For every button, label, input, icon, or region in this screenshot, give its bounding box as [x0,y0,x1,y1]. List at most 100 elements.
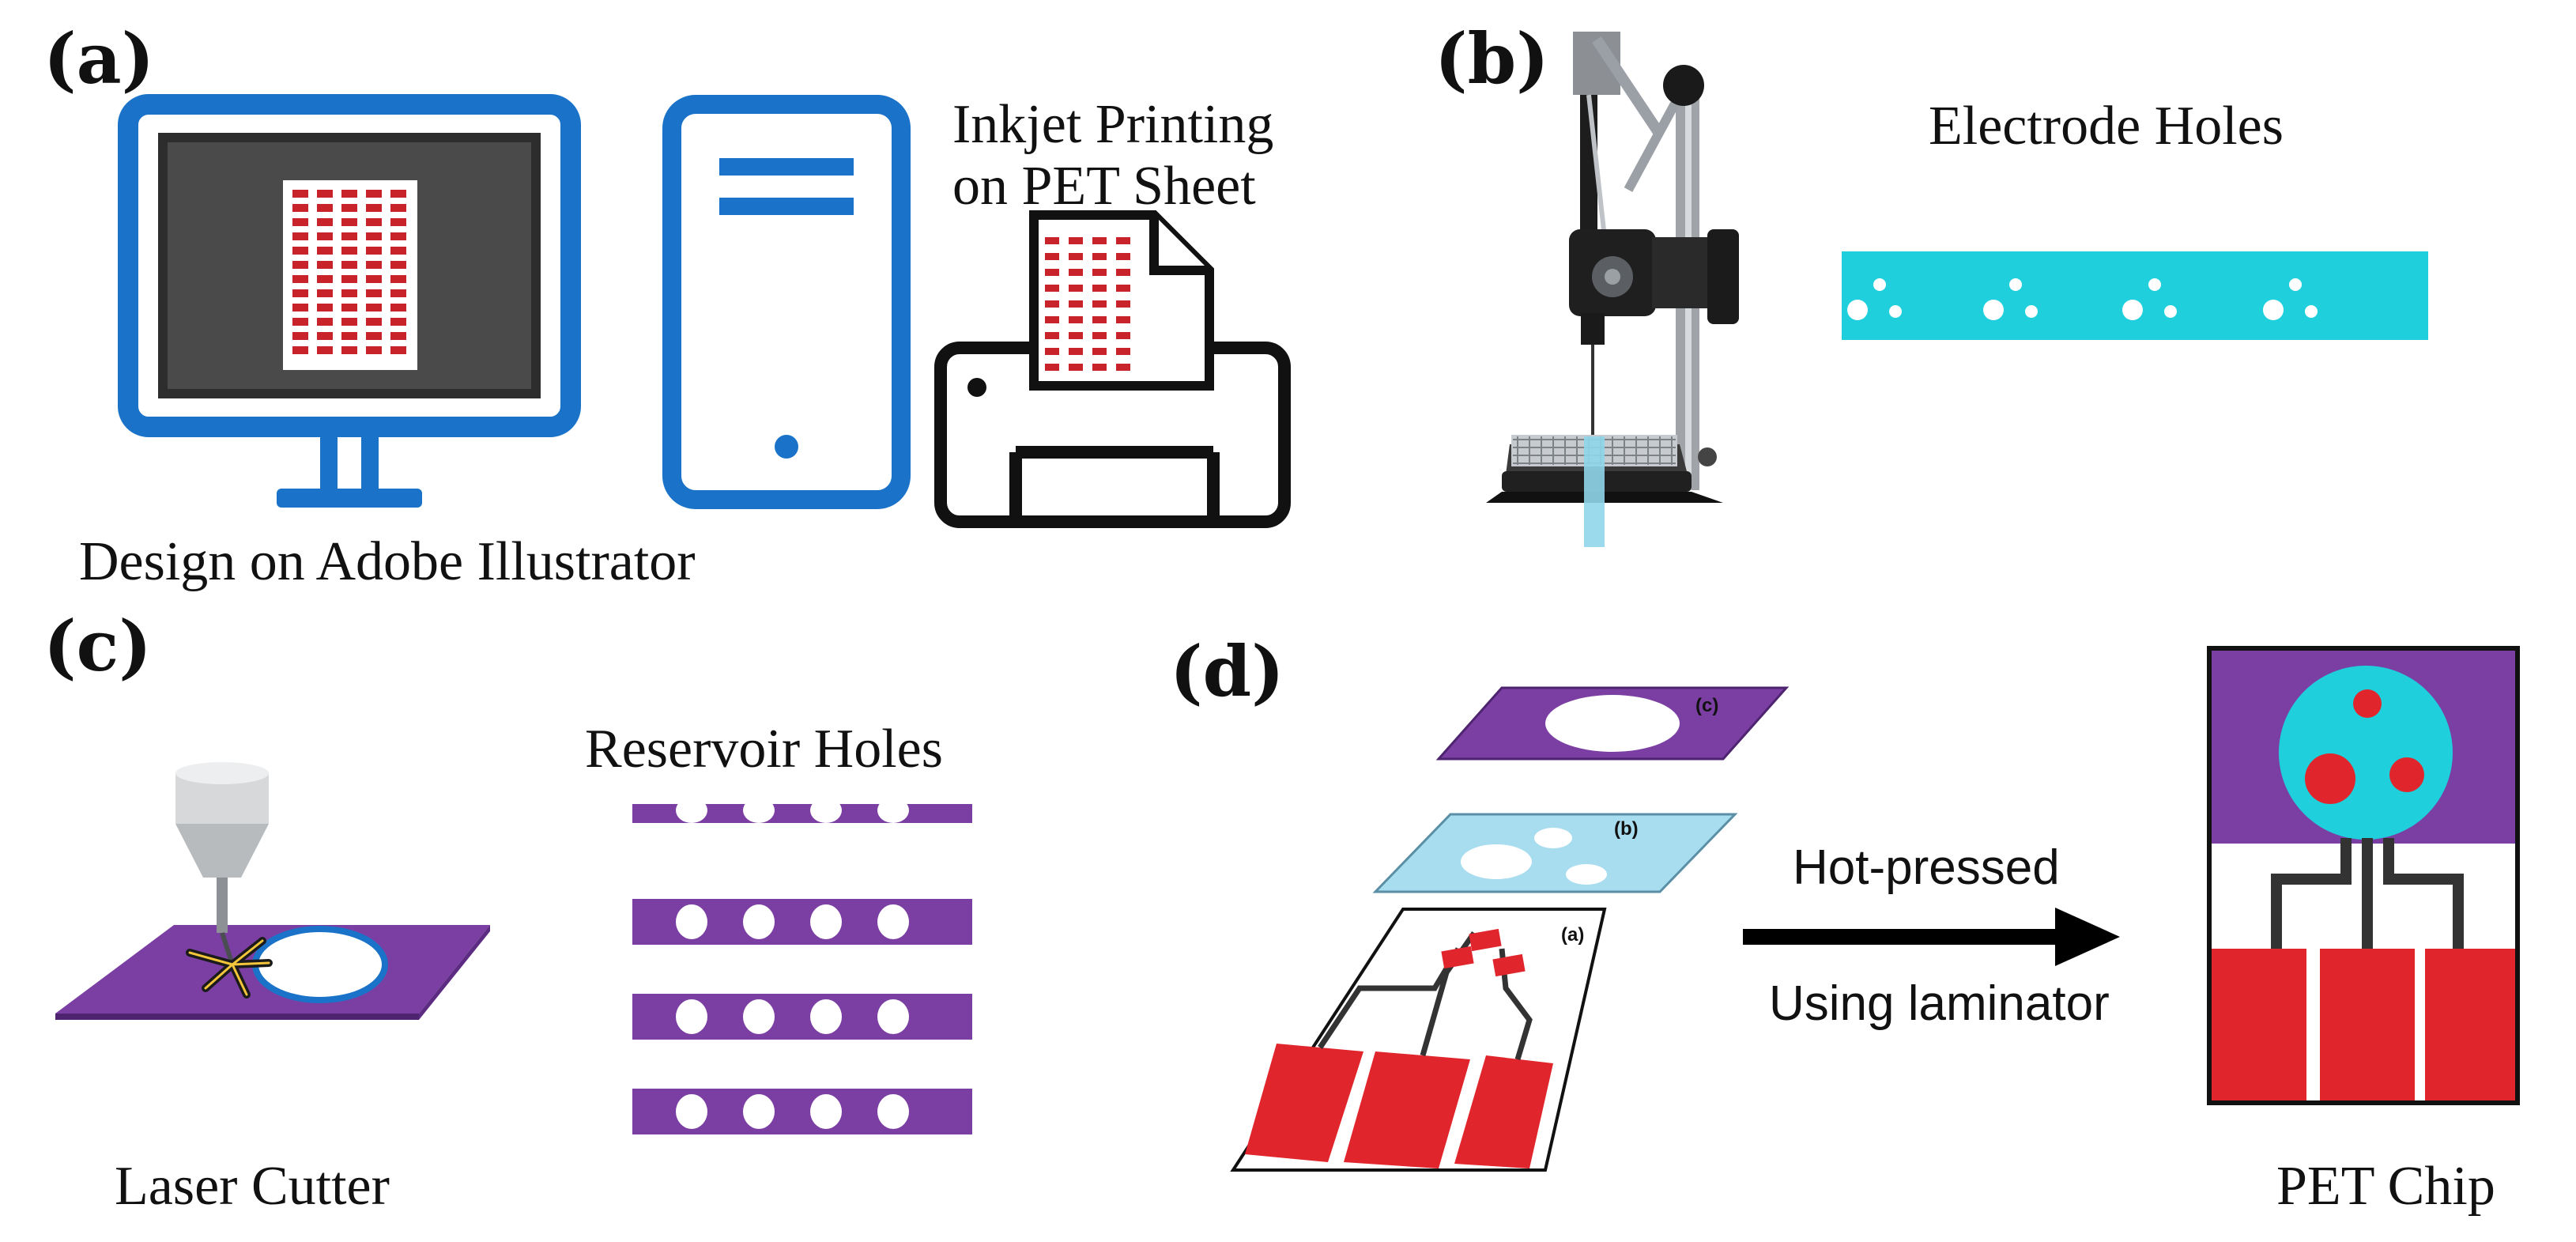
reservoir-hole [743,904,775,939]
reservoir-hole [810,798,842,823]
pattern-block [366,346,382,354]
pattern-block [390,332,406,340]
electrode-hole [2148,278,2161,291]
pattern-block [292,318,308,326]
pattern-block [1045,285,1059,292]
reservoir-hole [676,999,707,1034]
pattern-block [1116,269,1130,276]
pattern-block [1092,237,1107,244]
pattern-block [341,218,357,226]
pattern-block [1092,300,1107,308]
pattern-block [317,204,333,212]
pattern-block [1069,253,1083,260]
pattern-block [317,346,333,354]
pattern-block [1045,332,1059,339]
reservoir-hole [676,798,707,823]
pattern-block [317,332,333,340]
reservoir-hole [743,798,775,823]
panel-b: (b) [1435,17,2428,547]
pattern-block [366,204,382,212]
pattern-block [366,232,382,240]
design-caption: Design on Adobe Illustrator [79,531,696,592]
layer-a-label: (a) [1561,924,1584,946]
pattern-block [1069,237,1083,244]
pattern-block [1045,300,1059,308]
pattern-block [390,232,406,240]
pattern-block [1116,348,1130,355]
pattern-block [390,247,406,255]
layer-a-electrodes: (a) [1230,908,1607,1172]
pattern-block [366,289,382,297]
pattern-block [1069,332,1083,339]
pattern-block [317,261,333,269]
pattern-block [1069,300,1083,308]
pattern-block [292,218,308,226]
electrode-holes-caption: Electrode Holes [1929,96,2284,157]
pattern-block [341,332,357,340]
hot-pressed-label: Hot-pressed [1793,840,2060,895]
pattern-block [341,247,357,255]
pattern-block [317,304,333,311]
electrode-hole [2164,305,2177,318]
pattern-block [1069,285,1083,292]
reservoir-hole [877,999,909,1034]
pattern-block [341,275,357,283]
pattern-block [292,346,308,354]
reservoir-hole [676,1094,707,1129]
pattern-block [1045,348,1059,355]
pattern-block [317,318,333,326]
pattern-block [292,275,308,283]
electrode-hole [1873,278,1886,291]
electrode-hole [1889,305,1902,318]
pattern-block [1069,316,1083,323]
pattern-block [1092,253,1107,260]
pattern-block [317,218,333,226]
pattern-block [341,304,357,311]
pattern-block [390,346,406,354]
pattern-block [1045,237,1059,244]
pet-chip-caption: PET Chip [2276,1156,2495,1217]
pattern-block [1045,269,1059,276]
panel-c-label: (c) [43,605,152,687]
panel-d-label: (d) [1170,630,1284,712]
reservoir-hole [810,904,842,939]
reservoir-hole [743,1094,775,1129]
pattern-block [1045,316,1059,323]
laser-cutter-caption: Laser Cutter [115,1156,390,1217]
pattern-block [390,275,406,283]
layer-c-label: (c) [1695,695,1718,716]
panel-a-label: (a) [43,17,154,100]
electrode-hole [1983,300,2004,320]
reservoir-hole [676,904,707,939]
pattern-block [390,289,406,297]
reservoir-hole [877,798,909,823]
pattern-block [366,261,382,269]
panel-c: (c) [43,605,972,1217]
pattern-block [366,304,382,311]
pattern-block [292,232,308,240]
pattern-block [317,247,333,255]
pattern-block [1069,269,1083,276]
electrode-hole [2263,300,2284,320]
layer-b-label: (b) [1614,818,1639,840]
electrode-hole [2289,278,2302,291]
panel-d: (d) (c) (b) (a) [1170,630,2520,1217]
pattern-block [341,232,357,240]
pattern-block [1116,237,1130,244]
pattern-block [1092,364,1107,371]
electrode-hole [2122,300,2143,320]
pattern-block [292,204,308,212]
reservoir-hole [743,999,775,1034]
electrode-hole [2305,305,2318,318]
hot-press-arrow [1743,908,2120,966]
pattern-block [317,190,333,198]
pattern-block [317,289,333,297]
computer-tower-icon [662,95,911,509]
using-laminator-label: Using laminator [1769,976,2110,1031]
pattern-block [1116,364,1130,371]
reservoir-hole [810,999,842,1034]
pattern-block [366,332,382,340]
panel-a: (a) Inkjet Printing [43,17,1291,592]
electrode-strip [1842,251,2428,340]
